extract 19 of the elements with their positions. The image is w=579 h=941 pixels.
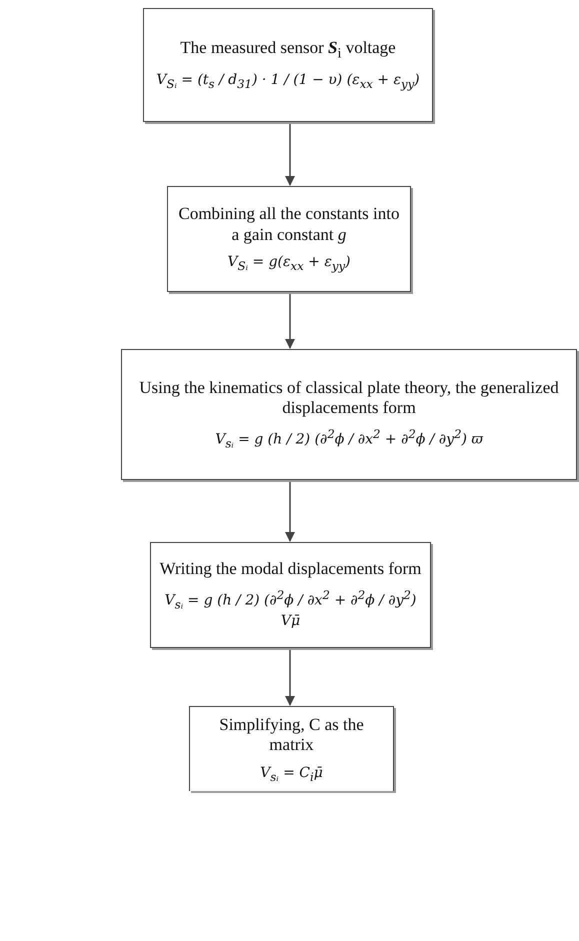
step-heading: Using the kinematics of classical plate theory, the generalized displacements form (138, 378, 560, 419)
process-box (189, 706, 394, 791)
formula: V$_{sᵢ}$ = g (h / 2) (∂$^{2}$ϕ / ∂x$^{2}$ + ∂$^{2}$ϕ / ∂y$^{2}$) Vμ̄ (164, 588, 418, 631)
formula: V$_{sᵢ}$ = C$_{i}$μ̄ (260, 764, 323, 785)
arrow (285, 649, 295, 706)
step-heading: The measured sensor S$_{i}$ voltage (180, 38, 396, 63)
process-box (121, 349, 577, 480)
step-heading: Combining all the constants into a gain constant g (178, 204, 400, 245)
process-box (167, 186, 411, 292)
process-box (150, 542, 431, 648)
step-heading: Writing the modal displacements form (160, 559, 422, 580)
arrow (285, 123, 295, 186)
formula: V$_{sᵢ}$ = g (h / 2) (∂$^{2}$ϕ / ∂x$^{2}$ + ∂$^{2}$ϕ / ∂y$^{2}$) ϖ (215, 426, 483, 452)
arrow (285, 293, 295, 349)
process-box (143, 8, 433, 122)
arrow (285, 481, 295, 542)
formula: V$_{Sᵢ}$ = g(ε$_{xx}$ + ε$_{yy}$) (228, 252, 350, 274)
formula: V$_{Sᵢ}$ = (t$_{s}$ / d$_{31}$) · 1 / (1 − υ) (ε$_{xx}$ + ε$_{yy}$) (156, 70, 420, 92)
step-heading: Simplifying, C as the matrix (218, 715, 365, 756)
